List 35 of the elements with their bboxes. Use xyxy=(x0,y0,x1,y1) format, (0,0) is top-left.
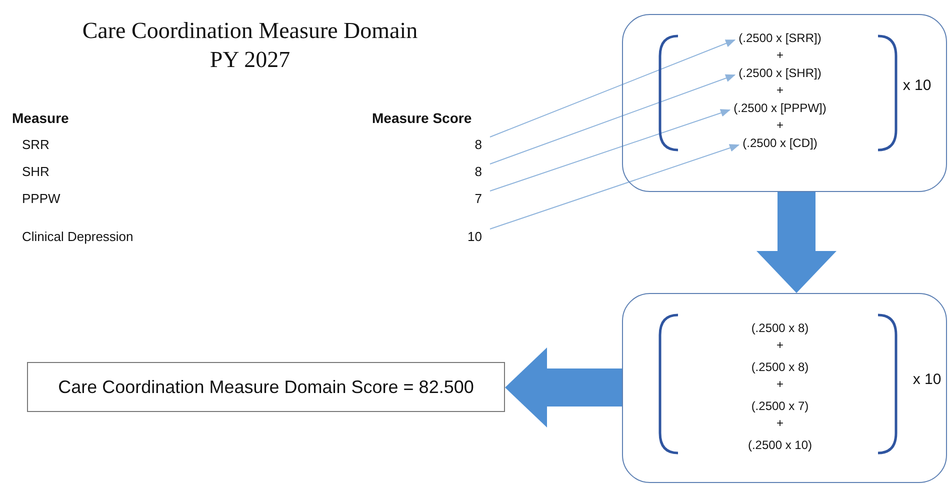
score-value: 8 xyxy=(462,137,482,155)
formula-panel xyxy=(622,293,947,483)
multiplier-text: x 10 xyxy=(902,77,932,94)
diagram-title: Care Coordination Measure Domain PY 2027 xyxy=(81,17,419,74)
formula-term: (.2500 x 8) xyxy=(750,321,810,335)
score-value: 10 xyxy=(456,229,482,247)
measure-name: PPPW xyxy=(22,191,60,206)
multiplier-text: x 10 xyxy=(912,371,942,388)
plus-sign: + xyxy=(775,83,784,97)
arrow xyxy=(490,40,736,138)
formula-term: (.2500 x [PPPW]) xyxy=(734,101,826,119)
arrow xyxy=(490,144,740,230)
plus-sign: + xyxy=(775,338,784,352)
plus-sign: + xyxy=(775,118,784,132)
formula-panel xyxy=(622,14,947,192)
plus-sign: + xyxy=(775,48,784,62)
column-header: Measure xyxy=(12,110,69,126)
measure-name: Clinical Depression xyxy=(22,229,134,244)
formula-term: (.2500 x 7) xyxy=(750,399,810,413)
formula-term: (.2500 x [SRR]) xyxy=(738,31,822,49)
formula-term: (.2500 x [SHR]) xyxy=(738,66,822,84)
formula-term: (.2500 x [CD]) xyxy=(742,136,818,154)
plus-sign: + xyxy=(775,377,784,391)
formula-term: (.2500 x 8) xyxy=(750,360,810,374)
score-value: 8 xyxy=(462,164,482,182)
measure-name: SRR xyxy=(22,137,50,152)
formula-term: (.2500 x 10) xyxy=(746,438,814,452)
result-box: Care Coordination Measure Domain Score = 82.500 xyxy=(27,362,505,412)
column-header: Measure Score xyxy=(372,110,472,126)
score-value: 7 xyxy=(462,191,482,209)
arrow xyxy=(490,109,731,192)
arrow xyxy=(490,74,736,164)
measure-name: SHR xyxy=(22,164,50,179)
plus-sign: + xyxy=(775,416,784,430)
block-arrow xyxy=(505,348,622,428)
